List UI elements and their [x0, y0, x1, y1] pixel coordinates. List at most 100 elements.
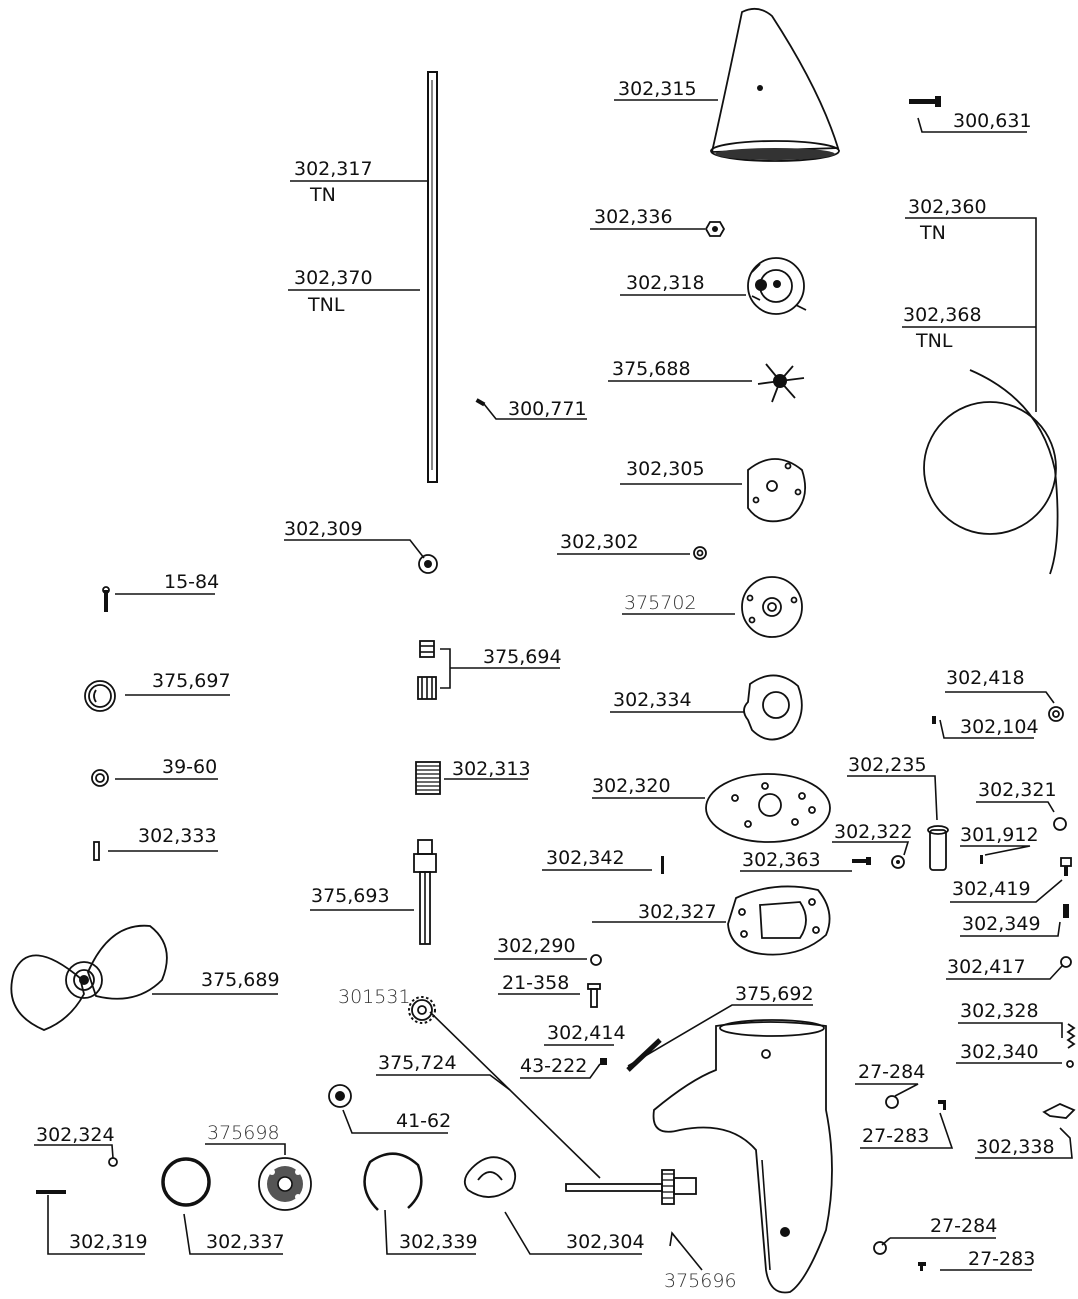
thrust-washer-302304 — [463, 1156, 517, 1198]
part-label: 375,697 — [152, 670, 231, 692]
impeller-375688 — [757, 363, 805, 403]
screw-27-283-lower — [918, 1262, 926, 1271]
part-label: 27-283 — [862, 1125, 930, 1147]
part-label: 302,333 — [138, 825, 217, 847]
screw-302349 — [1063, 904, 1069, 918]
part-label: 302,315 — [618, 78, 697, 100]
gear-301531 — [408, 996, 436, 1024]
gear-375694 — [417, 640, 437, 700]
stud-302414 — [626, 1038, 662, 1072]
drive-shaft — [427, 71, 438, 483]
part-label: 15-84 — [164, 571, 220, 593]
part-label: 302,318 — [626, 272, 705, 294]
part-label: 302,309 — [284, 518, 363, 540]
part-label: 302,363 — [742, 849, 821, 871]
part-label: 302,324 — [36, 1124, 115, 1146]
part-label: 302,317 — [294, 158, 373, 180]
part-label: 302,305 — [626, 458, 705, 480]
part-label: 302,319 — [69, 1231, 148, 1253]
part-label: 375,694 — [483, 646, 562, 668]
gasket-302320 — [705, 773, 831, 843]
part-label: 302,419 — [952, 878, 1031, 900]
part-label: 375702 — [624, 592, 697, 614]
part-label: 302,235 — [848, 754, 927, 776]
screw-302324 — [108, 1157, 118, 1167]
nut-302336 — [704, 221, 726, 237]
nut-302418 — [1048, 706, 1064, 722]
washer-302417 — [1060, 956, 1072, 968]
pin-302104 — [932, 716, 936, 724]
part-label: 302,302 — [560, 531, 639, 553]
part-label: 27-284 — [858, 1061, 926, 1083]
part-label: 375696 — [664, 1270, 737, 1292]
washer-41-62 — [328, 1084, 352, 1108]
washer-302321 — [1053, 817, 1067, 831]
screw-302319 — [36, 1190, 66, 1194]
leader-lines — [34, 99, 1073, 1271]
part-label: 301,912 — [960, 824, 1039, 846]
washer-27-284-lower — [873, 1241, 887, 1255]
part-label: 302,370 — [294, 267, 373, 289]
part-label: 302,360 — [908, 196, 987, 218]
washer-302290 — [590, 954, 602, 966]
part-label: 302,321 — [978, 779, 1057, 801]
screw-27-283-upper — [938, 1100, 946, 1110]
pin-302342 — [661, 856, 664, 874]
part-label: 375,692 — [735, 983, 814, 1005]
part-label: 302,340 — [960, 1041, 1039, 1063]
propeller-375689 — [10, 924, 168, 1031]
part-label: 302,368 — [903, 304, 982, 326]
part-label: 302,342 — [546, 847, 625, 869]
part-label: 375,724 — [378, 1052, 457, 1074]
part-label: 302,322 — [834, 821, 913, 843]
part-label: 302,417 — [947, 956, 1026, 978]
part-label: 302,337 — [206, 1231, 285, 1253]
part-label: 375,693 — [311, 885, 390, 907]
part-label: 302,328 — [960, 1000, 1039, 1022]
part-label: 375,688 — [612, 358, 691, 380]
oring-302337 — [161, 1157, 211, 1207]
washer-27-284-upper — [885, 1095, 899, 1109]
pin-302333 — [93, 841, 100, 861]
plate-302334 — [743, 674, 803, 741]
part-label: 375,689 — [201, 969, 280, 991]
part-label: 302,339 — [399, 1231, 478, 1253]
part-label: 27-284 — [930, 1215, 998, 1237]
pin-15-84 — [102, 586, 110, 612]
nut-43-222 — [600, 1058, 607, 1065]
screw-302363 — [852, 857, 871, 865]
pin-301912 — [980, 855, 983, 864]
part-label: 302,336 — [594, 206, 673, 228]
part-label: 300,771 — [508, 398, 587, 420]
spring-302328 — [1066, 1023, 1076, 1049]
washer-302340 — [1066, 1060, 1074, 1068]
part-label: 41-62 — [396, 1110, 452, 1132]
screw-21-358 — [587, 983, 601, 1008]
wire-tube-302360 — [923, 369, 1059, 575]
washer-39-60 — [91, 769, 109, 787]
pump-housing-302318 — [747, 257, 807, 315]
propeller-shaft-375724 — [565, 1169, 697, 1205]
upper-housing-cone — [710, 7, 840, 162]
part-label: 302,304 — [566, 1231, 645, 1253]
part-label: 302,290 — [497, 935, 576, 957]
shaft-375693 — [413, 839, 437, 945]
plate-302305 — [747, 458, 806, 523]
part-sublabel: TNL — [308, 294, 345, 316]
washer-302309 — [418, 554, 438, 574]
bushing-302235 — [927, 825, 949, 871]
gasket-302327 — [727, 885, 831, 956]
part-sublabel: TN — [920, 222, 946, 244]
part-label: 27-283 — [968, 1248, 1036, 1270]
part-label: 302,338 — [976, 1136, 1055, 1158]
part-label: 302,320 — [592, 775, 671, 797]
part-sublabel: TNL — [916, 330, 953, 352]
part-label: 302,104 — [960, 716, 1039, 738]
nut-375697 — [84, 680, 116, 712]
lower-unit-housing-375692 — [652, 1019, 833, 1294]
part-label: 43-222 — [520, 1055, 588, 1077]
screw-302419 — [1060, 857, 1072, 876]
part-label: 301531 — [338, 986, 411, 1008]
part-sublabel: TN — [310, 184, 336, 206]
